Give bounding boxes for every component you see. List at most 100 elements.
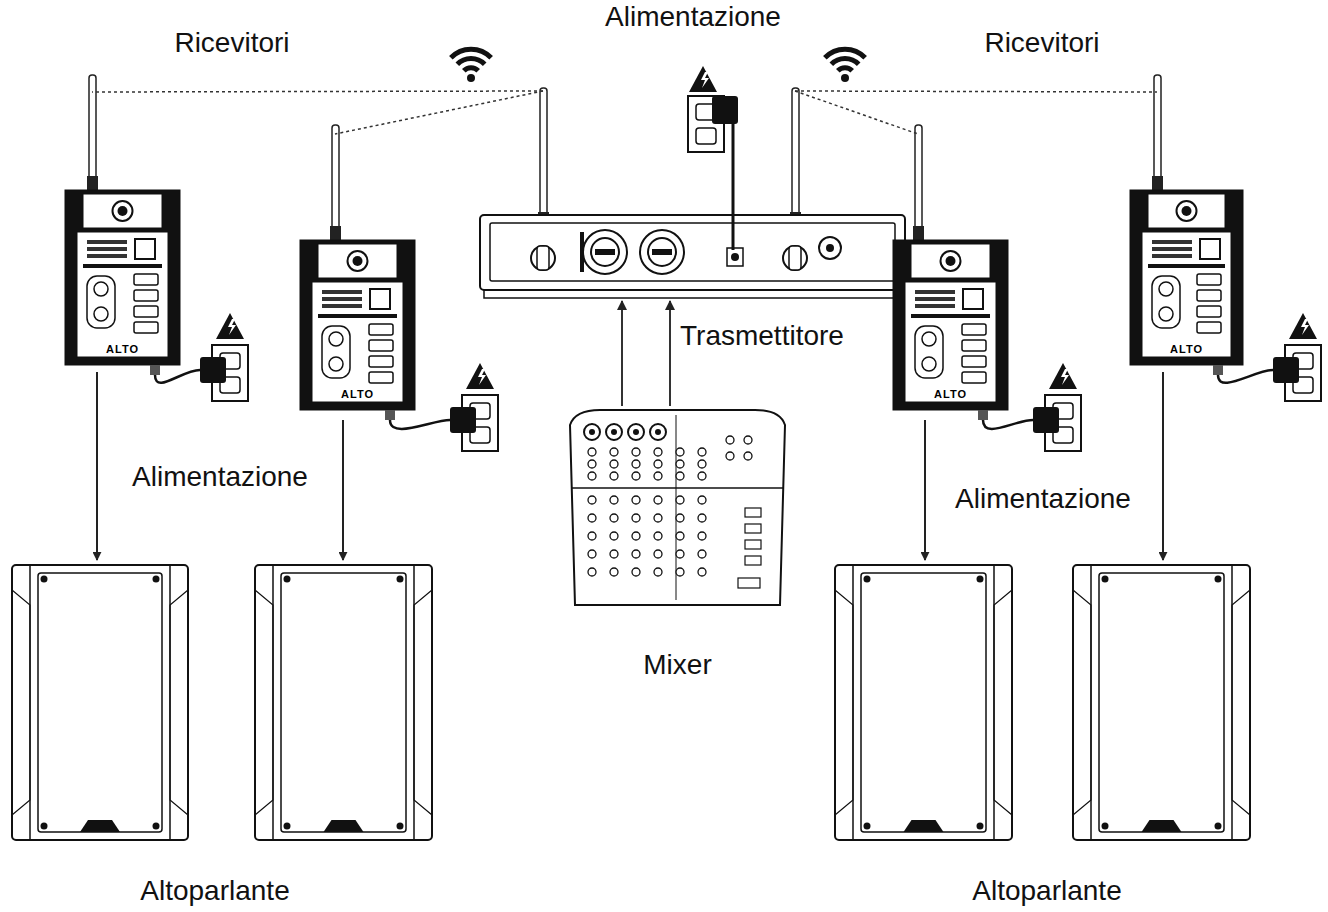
drawing-part xyxy=(466,363,494,389)
drawing-part xyxy=(915,290,955,294)
drawing-part xyxy=(904,820,944,832)
drawing-part xyxy=(1142,820,1182,832)
drawing-part xyxy=(87,276,115,328)
drawing-part xyxy=(962,340,986,351)
drawing-part xyxy=(450,407,476,433)
drawing-part xyxy=(893,240,1008,410)
wireless-symbol xyxy=(451,49,491,82)
drawing-part xyxy=(835,565,1012,840)
drawing-part xyxy=(712,96,738,124)
drawing-part xyxy=(962,324,986,335)
drawing-part xyxy=(41,576,48,583)
drawing-part xyxy=(654,496,662,504)
drawing-part xyxy=(1033,407,1059,433)
drawing-part xyxy=(30,565,170,840)
drawing-part xyxy=(255,565,432,840)
drawing-part xyxy=(480,215,905,290)
drawing-part xyxy=(284,576,291,583)
receiver: ALTO xyxy=(1130,190,1243,365)
drawing-part xyxy=(698,460,706,468)
drawing-part xyxy=(676,472,684,480)
drawing-part xyxy=(87,247,127,251)
signal-arrow xyxy=(96,372,98,560)
drawing-part xyxy=(962,372,986,383)
drawing-part xyxy=(1159,282,1173,296)
drawing-part xyxy=(864,576,871,583)
drawing-part xyxy=(38,573,162,832)
signal-arrow xyxy=(669,301,671,406)
drawing-part xyxy=(983,420,1033,429)
drawing-part xyxy=(744,436,752,444)
drawing-part xyxy=(464,68,478,71)
drawing-part xyxy=(654,514,662,522)
receiver-body xyxy=(893,240,1008,420)
drawing-part xyxy=(1142,232,1231,357)
drawing-part xyxy=(792,88,799,226)
drawing-part xyxy=(915,326,943,378)
drawing-part xyxy=(745,508,761,517)
drawing-part xyxy=(83,264,162,268)
drawing-part xyxy=(134,290,158,301)
drawing-part xyxy=(1301,319,1309,335)
drawing-part xyxy=(1182,206,1192,216)
power-outlet xyxy=(1218,313,1321,401)
drawing-part xyxy=(963,289,983,309)
drawing-part xyxy=(610,448,618,456)
drawing-part xyxy=(915,297,955,301)
drawing-part xyxy=(701,72,709,88)
drawing-part xyxy=(726,452,734,460)
brand-logo: ALTO xyxy=(339,388,376,400)
drawing-part xyxy=(819,237,841,259)
drawing-part xyxy=(255,590,273,815)
drawing-part xyxy=(369,324,393,335)
drawing-part xyxy=(1152,176,1163,190)
drawing-part xyxy=(414,590,432,815)
drawing-part xyxy=(610,568,618,576)
drawing-part xyxy=(676,514,684,522)
signal-arrow xyxy=(1162,372,1164,560)
antenna xyxy=(790,88,801,226)
drawing-part xyxy=(911,314,990,318)
drawing-part xyxy=(650,424,666,440)
drawing-part xyxy=(698,472,706,480)
drawing-part xyxy=(588,460,596,468)
drawing-part xyxy=(654,532,662,540)
drawing-part xyxy=(654,472,662,480)
drawing-part xyxy=(732,124,735,250)
power-outlet xyxy=(155,313,248,401)
drawing-part xyxy=(632,532,640,540)
drawing-part xyxy=(1159,307,1173,321)
drawing-part xyxy=(322,326,350,378)
drawing-part xyxy=(676,448,684,456)
antenna xyxy=(913,125,924,240)
signal-arrow xyxy=(924,420,926,560)
drawing-part xyxy=(698,448,706,456)
drawing-part xyxy=(1197,322,1221,333)
drawing-part xyxy=(698,496,706,504)
drawing-part xyxy=(1073,590,1091,815)
receiver-body xyxy=(1130,190,1243,375)
drawing-part xyxy=(744,452,752,460)
drawing-part xyxy=(588,472,596,480)
drawing-part xyxy=(200,357,226,383)
drawing-part xyxy=(632,568,640,576)
drawing-part xyxy=(922,332,936,346)
drawing-part xyxy=(606,424,622,440)
drawing-part xyxy=(1102,823,1109,830)
wireless-symbol xyxy=(825,49,865,82)
drawing-part xyxy=(610,550,618,558)
group-label: Altoparlante xyxy=(972,874,1121,908)
drawing-part xyxy=(588,568,596,576)
receiver: ALTO xyxy=(300,240,415,410)
drawing-part xyxy=(962,356,986,367)
drawing-part xyxy=(1102,576,1109,583)
drawing-part xyxy=(228,319,236,335)
drawing-part xyxy=(353,256,363,266)
drawing-part xyxy=(595,249,615,255)
drawing-part xyxy=(134,306,158,317)
drawing-part xyxy=(1152,276,1180,328)
antenna xyxy=(538,88,549,226)
drawing-part xyxy=(490,223,895,281)
drawing-part xyxy=(397,823,404,830)
drawing-part xyxy=(113,201,133,221)
